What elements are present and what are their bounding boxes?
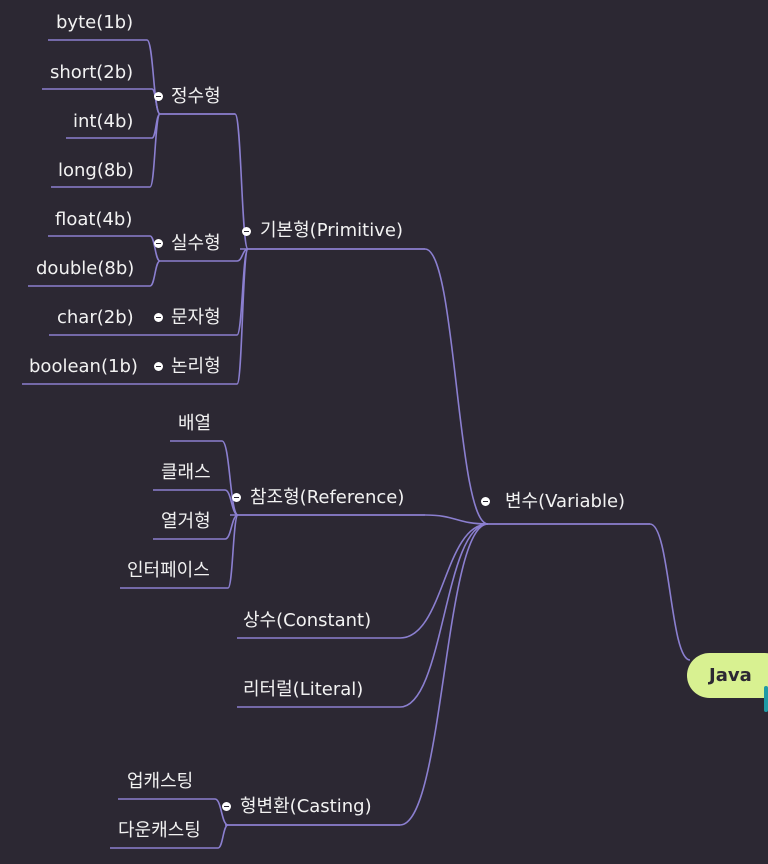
node-casting[interactable]: 형변환(Casting) bbox=[240, 796, 372, 817]
root-node-accent bbox=[764, 686, 768, 712]
node-literal[interactable]: 리터럴(Literal) bbox=[243, 679, 364, 700]
link-variable-reference bbox=[230, 514, 489, 525]
link-reference-class bbox=[153, 489, 239, 516]
node-variable[interactable]: 변수(Variable) bbox=[505, 491, 626, 512]
node-upcasting[interactable]: 업캐스팅 bbox=[127, 771, 194, 792]
link-reference-enum bbox=[153, 514, 239, 540]
collapse-toggle-integer[interactable] bbox=[154, 92, 163, 101]
root-node-java[interactable]: Java bbox=[687, 653, 768, 698]
node-integer[interactable]: 정수형 bbox=[171, 86, 221, 107]
link-integer-long bbox=[51, 113, 161, 188]
link-reference-interface bbox=[120, 514, 239, 589]
collapse-toggle-logical[interactable] bbox=[154, 362, 163, 371]
link-casting-downcasting bbox=[110, 824, 229, 849]
link-primitive-real bbox=[160, 248, 249, 262]
link-variable-primitive bbox=[240, 248, 489, 525]
collapse-toggle-character[interactable] bbox=[154, 313, 163, 322]
collapse-toggle-variable[interactable] bbox=[481, 497, 490, 506]
link-primitive-integer bbox=[160, 113, 249, 250]
node-downcasting[interactable]: 다운캐스팅 bbox=[118, 820, 201, 841]
root-node-label: Java bbox=[709, 665, 752, 686]
node-byte[interactable]: byte(1b) bbox=[56, 12, 134, 33]
node-constant[interactable]: 상수(Constant) bbox=[243, 610, 372, 631]
node-long[interactable]: long(8b) bbox=[58, 160, 134, 181]
collapse-toggle-reference[interactable] bbox=[232, 493, 241, 502]
link-casting-upcasting bbox=[118, 798, 229, 826]
node-int[interactable]: int(4b) bbox=[73, 111, 134, 132]
collapse-toggle-primitive[interactable] bbox=[242, 227, 251, 236]
link-primitive-logical bbox=[160, 248, 249, 385]
collapse-toggle-casting[interactable] bbox=[222, 802, 231, 811]
node-interface[interactable]: 인터페이스 bbox=[127, 560, 210, 581]
node-boolean[interactable]: boolean(1b) bbox=[29, 356, 138, 377]
link-variable-constant bbox=[237, 523, 489, 639]
node-array[interactable]: 배열 bbox=[178, 413, 212, 434]
node-short[interactable]: short(2b) bbox=[50, 62, 134, 83]
link-variable-casting bbox=[225, 523, 489, 826]
node-real[interactable]: 실수형 bbox=[171, 233, 221, 254]
node-reference[interactable]: 참조형(Reference) bbox=[250, 487, 405, 508]
node-float[interactable]: float(4b) bbox=[55, 209, 133, 230]
link-real-double bbox=[28, 260, 161, 287]
node-character[interactable]: 문자형 bbox=[171, 307, 221, 328]
node-double[interactable]: double(8b) bbox=[36, 258, 135, 279]
node-enum[interactable]: 열거형 bbox=[161, 511, 211, 532]
collapse-toggle-real[interactable] bbox=[154, 239, 163, 248]
node-char[interactable]: char(2b) bbox=[57, 307, 134, 328]
node-primitive[interactable]: 기본형(Primitive) bbox=[260, 220, 403, 241]
node-logical[interactable]: 논리형 bbox=[171, 356, 221, 377]
link-root-variable bbox=[488, 523, 691, 661]
link-variable-literal bbox=[237, 523, 489, 708]
node-class[interactable]: 클래스 bbox=[161, 462, 211, 483]
